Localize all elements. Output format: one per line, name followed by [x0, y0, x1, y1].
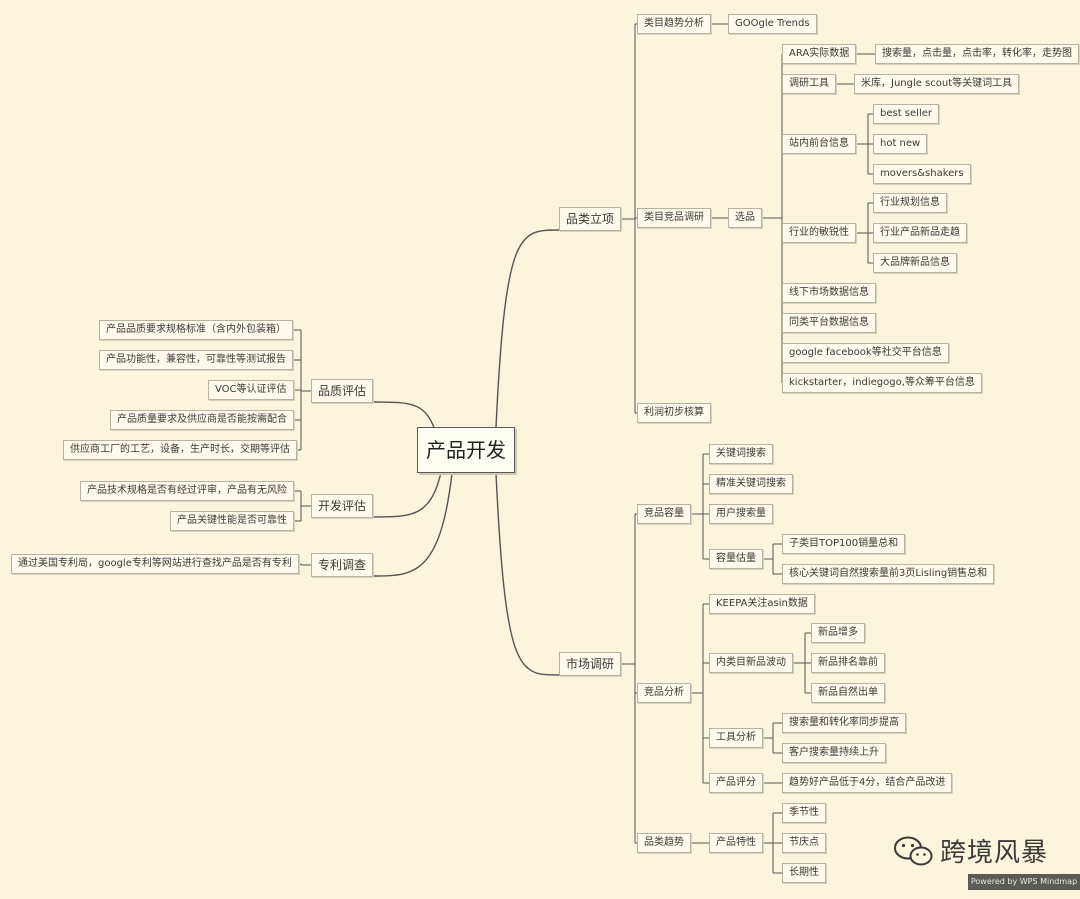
node-kaifa[interactable]: 开发评估 [311, 494, 374, 518]
node-kf1[interactable]: 产品技术规格是否有经过评审，产品有无风险 [80, 481, 294, 501]
connector-line [495, 472, 560, 676]
node-diaoyan-gongju[interactable]: 调研工具 [782, 74, 836, 94]
connector-line [372, 467, 443, 518]
node-rongliang-gusuan[interactable]: 容量估量 [709, 549, 763, 569]
root-node[interactable]: 产品开发 [417, 427, 515, 473]
node-hangye-zouqu[interactable]: 行业产品新品走趋 [873, 223, 967, 243]
node-yonghu[interactable]: 用户搜索量 [709, 504, 773, 524]
watermark-text: 跨境风暴 [940, 838, 1049, 868]
node-hexin[interactable]: 核心关键词自然搜索量前3页Lisling销售总和 [782, 564, 995, 584]
node-changqi[interactable]: 长期性 [782, 863, 826, 883]
node-tonglei[interactable]: 同类平台数据信息 [782, 313, 876, 333]
node-dapinpai[interactable]: 大品牌新品信息 [873, 253, 957, 273]
powered-by-badge: Powered by WPS Mindmap [968, 874, 1080, 890]
node-zhuanli[interactable]: 专利调查 [311, 553, 374, 577]
node-pz2[interactable]: 产品功能性，兼容性，可靠性等测试报告 [99, 350, 293, 370]
node-crowdfund[interactable]: kickstarter，indiegogo,等众筹平台信息 [782, 373, 982, 393]
node-xuanpin[interactable]: 选品 [728, 208, 762, 228]
node-gongju-fenxi[interactable]: 工具分析 [709, 728, 763, 748]
connector-line [372, 472, 453, 577]
node-leimu-qushi[interactable]: 类目趋势分析 [637, 14, 711, 34]
node-keepa[interactable]: KEEPA关注asin数据 [709, 594, 815, 614]
node-jingzhun[interactable]: 精准关键词搜索 [709, 474, 793, 494]
node-google-trends[interactable]: GOOgle Trends [728, 14, 817, 34]
node-top100[interactable]: 子类目TOP100销量总和 [782, 534, 906, 554]
node-jieqing[interactable]: 节庆点 [782, 833, 826, 853]
node-chanpin-texing[interactable]: 产品特性 [709, 833, 763, 853]
node-movers[interactable]: movers&shakers [873, 164, 971, 184]
node-jijie[interactable]: 季节性 [782, 803, 826, 823]
node-xinpin-chudan[interactable]: 新品自然出单 [811, 683, 885, 703]
node-hot-new[interactable]: hot new [873, 134, 928, 154]
node-zhannei[interactable]: 站内前台信息 [782, 134, 856, 154]
node-sousuo-tonbu[interactable]: 搜索量和转化率同步提高 [782, 713, 906, 733]
node-gongju-detail[interactable]: 米库，Jungle scout等关键词工具 [854, 74, 1020, 94]
node-ara-detail[interactable]: 搜索量，点击量，点击率，转化率，走势图 [875, 44, 1079, 64]
node-kf2[interactable]: 产品关键性能是否可靠性 [170, 511, 294, 531]
node-social[interactable]: google facebook等社交平台信息 [782, 343, 949, 363]
node-lirun[interactable]: 利润初步核算 [637, 403, 711, 423]
node-leimu-jingpin[interactable]: 类目竞品调研 [637, 208, 711, 228]
node-chanpin-pingfen[interactable]: 产品评分 [709, 773, 763, 793]
node-hangye[interactable]: 行业的敏锐性 [782, 223, 856, 243]
node-xinpin-paiming[interactable]: 新品排名靠前 [811, 653, 885, 673]
node-pz4[interactable]: 产品质量要求及供应商是否能按需配合 [110, 410, 294, 430]
node-best-seller[interactable]: best seller [873, 104, 939, 124]
node-pingfen-detail[interactable]: 趋势好产品低于4分，结合产品改进 [782, 773, 953, 793]
node-jingpin-fenxi[interactable]: 竞品分析 [637, 683, 691, 703]
node-zl1[interactable]: 通过美国专利局，google专利等网站进行查找产品是否有专利 [11, 554, 299, 574]
node-guanjianci[interactable]: 关键词搜索 [709, 444, 773, 464]
node-pinzhi[interactable]: 品质评估 [311, 379, 374, 403]
watermark: 跨境风暴 [892, 832, 1048, 869]
node-shichang[interactable]: 市场调研 [559, 652, 622, 676]
node-hangye-guihua[interactable]: 行业规划信息 [873, 193, 947, 213]
node-kehu-sousuo[interactable]: 客户搜索量持续上升 [782, 743, 886, 763]
node-pinlei-qushi[interactable]: 品类趋势 [637, 833, 691, 853]
node-pz1[interactable]: 产品品质要求规格标准（含内外包装箱） [99, 320, 293, 340]
connector-line [495, 229, 560, 428]
node-pz3[interactable]: VOC等认证评估 [208, 380, 294, 400]
node-xinpin-zengduo[interactable]: 新品增多 [811, 623, 865, 643]
node-xianxia[interactable]: 线下市场数据信息 [782, 283, 876, 303]
node-ara[interactable]: ARA实际数据 [782, 44, 857, 64]
wechat-icon [894, 836, 933, 865]
node-neileimu[interactable]: 内类目新品波动 [709, 653, 793, 673]
node-pinlei-lixiang[interactable]: 品类立项 [559, 207, 622, 231]
node-pz5[interactable]: 供应商工厂的工艺，设备，生产时长，交期等评估 [63, 440, 297, 460]
node-jingpin-rongliang[interactable]: 竞品容量 [637, 504, 691, 524]
